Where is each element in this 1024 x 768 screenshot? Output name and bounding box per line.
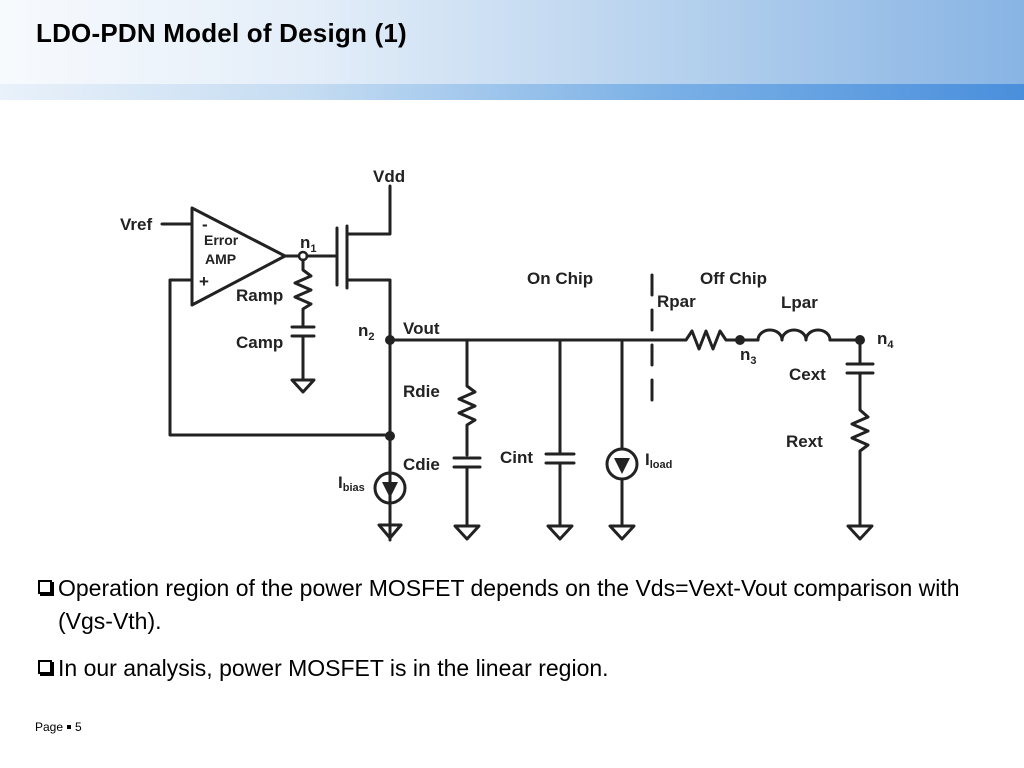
label-cdie: Cdie xyxy=(403,455,440,474)
title-banner-stripe xyxy=(0,84,1024,100)
bullet-text: In our analysis, power MOSFET is in the … xyxy=(58,655,609,681)
ground-symbol-cint xyxy=(546,524,574,541)
error-amplifier xyxy=(190,206,287,307)
checkbox-bullet-icon xyxy=(38,580,52,594)
label-lpar: Lpar xyxy=(781,293,818,312)
ground-symbol-cdie xyxy=(453,524,481,541)
ibias-arrow xyxy=(382,482,398,498)
label-minus: - xyxy=(202,215,208,234)
label-iload: Iload xyxy=(645,450,672,471)
label-vdd: Vdd xyxy=(373,167,405,186)
mosfet-drain-wire xyxy=(345,278,392,542)
label-plus: + xyxy=(199,272,209,291)
ground-symbol-rext xyxy=(846,524,874,541)
node-feedback xyxy=(385,431,395,441)
bullet-item: In our analysis, power MOSFET is in the … xyxy=(36,652,996,685)
label-cint: Cint xyxy=(500,448,533,467)
label-on-chip: On Chip xyxy=(527,269,593,288)
label-off-chip: Off Chip xyxy=(700,269,767,288)
bullet-list: Operation region of the power MOSFET dep… xyxy=(36,572,996,699)
label-vout: Vout xyxy=(403,319,440,338)
separator-square-icon xyxy=(67,724,72,729)
label-rpar: Rpar xyxy=(657,292,696,311)
page-number: 5 xyxy=(75,720,82,734)
ground-symbol-ibias xyxy=(377,523,403,540)
page-label: Page xyxy=(35,720,64,734)
label-rdie: Rdie xyxy=(403,382,440,401)
page-footer: Page 5 xyxy=(35,720,82,734)
label-ramp: Ramp xyxy=(236,286,283,305)
title-banner xyxy=(0,0,1024,84)
label-amp: AMP xyxy=(205,251,236,267)
label-rext: Rext xyxy=(786,432,823,451)
rext-resistor xyxy=(850,371,870,526)
label-n3: n3 xyxy=(740,345,757,367)
rpar-resistor xyxy=(678,329,742,351)
label-ibias: Ibias xyxy=(338,473,365,494)
node-n2 xyxy=(385,335,395,345)
bullet-text: Operation region of the power MOSFET dep… xyxy=(58,575,960,634)
label-n4: n4 xyxy=(877,329,894,351)
lpar-inductor xyxy=(756,328,832,342)
ground-symbol-iload xyxy=(608,524,636,541)
rdie-resistor xyxy=(457,338,477,457)
label-error: Error xyxy=(204,232,239,248)
ibias-current-source xyxy=(373,471,407,505)
slide-title: LDO-PDN Model of Design (1) xyxy=(36,18,407,48)
ground-symbol-camp xyxy=(290,378,316,394)
label-vref: Vref xyxy=(120,215,152,234)
label-n2: n2 xyxy=(358,321,375,343)
mosfet-source-wire xyxy=(345,184,392,236)
ramp-resistor xyxy=(293,258,313,327)
label-n1: n1 xyxy=(300,233,317,255)
iload-arrow xyxy=(614,458,630,474)
label-cext: Cext xyxy=(789,365,826,384)
label-camp: Camp xyxy=(236,333,283,352)
feedback-wire xyxy=(168,278,392,437)
checkbox-bullet-icon xyxy=(38,660,52,674)
bullet-item: Operation region of the power MOSFET dep… xyxy=(36,572,996,638)
